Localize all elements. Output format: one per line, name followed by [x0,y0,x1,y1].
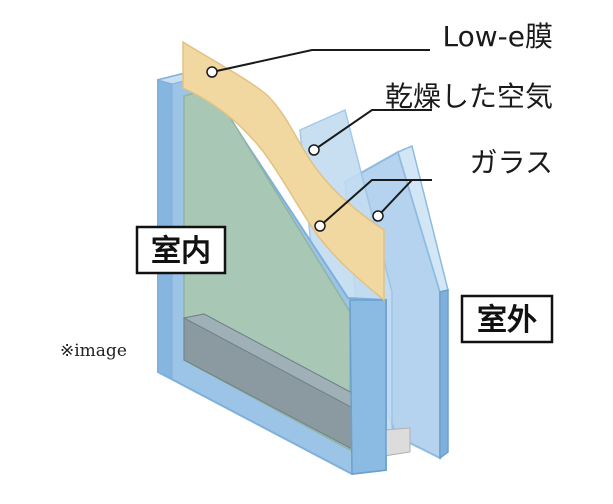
indoor-label: 室内 [135,225,227,275]
leader-dots [206,66,384,232]
leader-lowe [211,49,430,73]
indoor-label-text: 室内 [151,234,211,269]
callout-lowe-film: Low-e膜 [443,20,553,53]
leader-glass-2 [377,179,413,217]
dot-air [308,144,320,156]
callout-glass: ガラス [470,146,553,179]
outdoor-label: 室外 [460,294,554,344]
leader-lines [211,49,432,227]
dot-glass-1 [314,220,326,232]
outdoor-label-text: 室外 [477,303,537,338]
dot-lowe [206,66,218,78]
lowe-film-sheet [182,40,385,302]
dot-glass-2 [372,210,384,222]
image-note: ※image [60,341,127,361]
callout-dry-air: 乾燥した空気 [385,80,553,113]
leader-air [313,109,432,151]
